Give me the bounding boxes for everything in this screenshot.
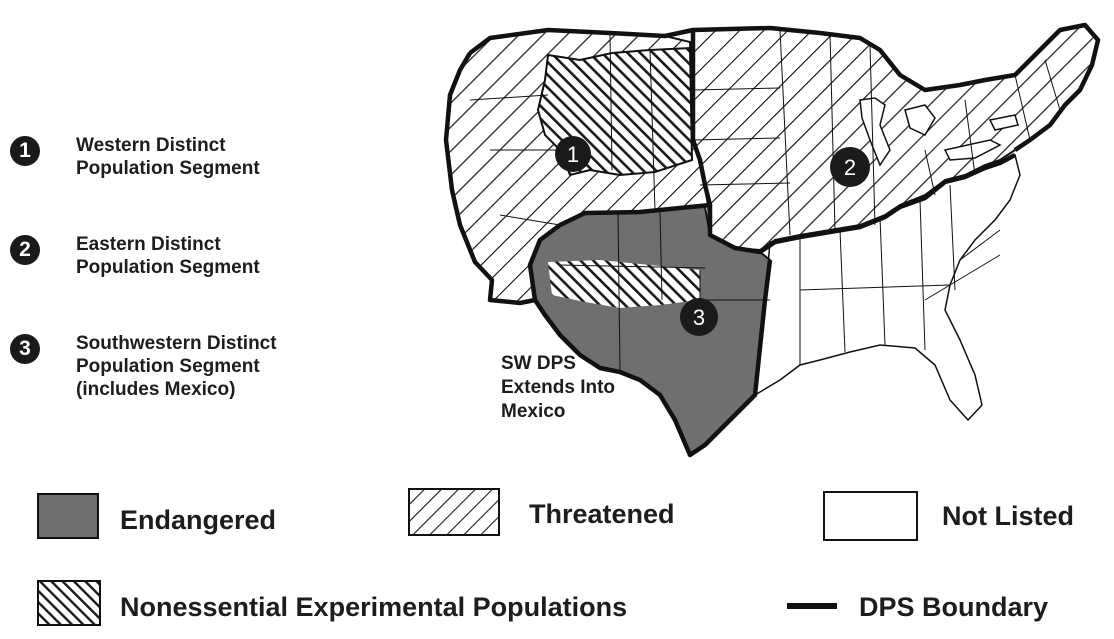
boundary-label: DPS Boundary: [859, 592, 1049, 622]
dps-number-badge: 3: [10, 334, 40, 364]
dps-boundary-lines: [443, 22, 1101, 458]
dps-legend-southwestern: 3 Southwestern Distinct Population Segme…: [10, 332, 430, 412]
dps-label: Western Distinct Population Segment: [76, 135, 260, 179]
threatened-swatch: [408, 488, 500, 536]
not-listed-label: Not Listed: [942, 501, 1074, 531]
dps-legend-eastern: 2 Eastern Distinct Population Segment: [10, 233, 430, 303]
dps-label: Eastern Distinct Population Segment: [76, 234, 260, 278]
sw-dps-note: SW DPS Extends Into Mexico: [501, 353, 616, 422]
dps-legend-western: 1 Western Distinct Population Segment: [10, 134, 430, 204]
map-badge-1: 1: [555, 136, 591, 172]
dps-number-badge: 2: [10, 235, 40, 265]
state-lines: [469, 29, 1061, 371]
endangered-swatch: [37, 493, 99, 539]
map-badge-2: 2: [830, 147, 870, 187]
us-dps-map: 1 2 3: [443, 22, 1101, 458]
svg-text:1: 1: [567, 142, 579, 167]
boundary-swatch: [787, 602, 837, 610]
nonessential-label: Nonessential Experimental Populations: [120, 592, 628, 622]
map-badge-3: 3: [680, 298, 718, 336]
great-lakes: [859, 97, 1019, 167]
threatened-label: Threatened: [529, 499, 675, 529]
not-listed-swatch: [823, 491, 918, 541]
dps-label: Southwestern Distinct Population Segment…: [76, 333, 277, 400]
endangered-label: Endangered: [120, 505, 277, 535]
svg-text:2: 2: [844, 155, 856, 180]
nonessential-swatch: [37, 580, 101, 626]
svg-text:3: 3: [693, 305, 705, 330]
dps-number-badge: 1: [10, 136, 40, 166]
